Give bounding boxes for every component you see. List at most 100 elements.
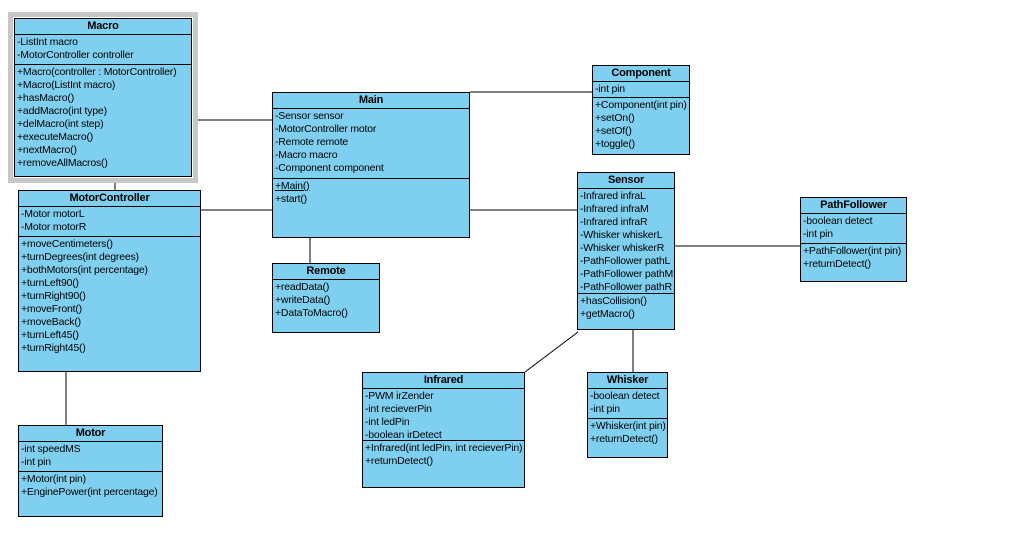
method-row: +Main() <box>275 180 310 192</box>
attributes-compartment: -PWM irZender-int recieverPin-int ledPin… <box>363 389 524 441</box>
attribute-row: -int pin <box>590 403 620 415</box>
method-row: +Motor(int pin) <box>21 473 86 485</box>
attribute-row: -Whisker whiskerL <box>580 229 663 241</box>
methods-compartment: +readData()+writeData()+DataToMacro() <box>273 280 379 332</box>
class-component[interactable]: Component-int pin+Component(int pin)+set… <box>592 65 690 155</box>
methods-compartment: +hasCollision()+getMacro() <box>578 294 674 329</box>
method-row: +moveCentimeters() <box>21 238 113 250</box>
method-row: +Whisker(int pin) <box>590 420 666 432</box>
method-row: +PathFollower(int pin) <box>803 245 902 257</box>
attribute-row: -Motor motorL <box>21 208 85 220</box>
class-title: PathFollower <box>801 198 906 214</box>
attribute-row: -MotorController controller <box>17 49 134 61</box>
attributes-compartment: -Infrared infraL-Infrared infraM-Infrare… <box>578 189 674 294</box>
methods-compartment: +moveCentimeters()+turnDegrees(int degre… <box>19 237 200 371</box>
class-main[interactable]: Main-Sensor sensor-MotorController motor… <box>272 92 470 238</box>
attribute-row: -Infrared infraL <box>580 190 646 202</box>
method-row: +returnDetect() <box>803 258 871 270</box>
attribute-row: -boolean detect <box>590 390 660 402</box>
method-row: +start() <box>275 193 307 205</box>
attribute-row: -int speedMS <box>21 443 81 455</box>
class-pathfollower[interactable]: PathFollower-boolean detect-int pin+Path… <box>800 197 907 282</box>
method-row: +hasMacro() <box>17 92 75 104</box>
method-row: +Component(int pin) <box>595 99 687 111</box>
method-row: +turnRight90() <box>21 290 86 302</box>
class-infrared[interactable]: Infrared-PWM irZender-int recieverPin-in… <box>362 372 525 488</box>
attribute-row: -Whisker whiskerR <box>580 242 665 254</box>
attributes-compartment: -Sensor sensor-MotorController motor-Rem… <box>273 109 469 179</box>
class-motor[interactable]: Motor-int speedMS-int pin+Motor(int pin)… <box>18 425 163 517</box>
attribute-row: -Remote remote <box>275 136 349 148</box>
method-row: +moveFront() <box>21 303 82 315</box>
class-title: Main <box>273 93 469 109</box>
method-row: +addMacro(int type) <box>17 105 107 117</box>
method-row: +readData() <box>275 281 330 293</box>
attribute-row: -ListInt macro <box>17 36 78 48</box>
class-title: Macro <box>15 19 191 35</box>
methods-compartment: +Macro(controller : MotorController)+Mac… <box>15 65 191 176</box>
association-edge-sensor-infrared[interactable] <box>524 331 579 373</box>
methods-compartment: +Component(int pin)+setOn()+setOf()+togg… <box>593 98 689 154</box>
attributes-compartment: -int pin <box>593 82 689 98</box>
attribute-row: -boolean detect <box>803 215 873 227</box>
method-row: +Macro(ListInt macro) <box>17 79 116 91</box>
attribute-row: -Component component <box>275 162 384 174</box>
methods-compartment: +Main()+start() <box>273 179 469 237</box>
method-row: +nextMacro() <box>17 144 77 156</box>
attribute-row: -MotorController motor <box>275 123 377 135</box>
class-title: Component <box>593 66 689 82</box>
methods-compartment: +Infrared(int ledPin, int recieverPin)+r… <box>363 441 524 487</box>
method-row: +executeMacro() <box>17 131 94 143</box>
attributes-compartment: -boolean detect-int pin <box>801 214 906 244</box>
method-row: +turnLeft90() <box>21 277 79 289</box>
method-row: +hasCollision() <box>580 295 647 307</box>
method-row: +Infrared(int ledPin, int recieverPin) <box>365 442 523 454</box>
attribute-row: -PathFollower pathR <box>580 281 672 293</box>
method-row: +returnDetect() <box>365 455 433 467</box>
class-remote[interactable]: Remote+readData()+writeData()+DataToMacr… <box>272 263 380 333</box>
attribute-row: -int ledPin <box>365 416 410 428</box>
method-row: +removeAllMacros() <box>17 157 108 169</box>
class-macro[interactable]: Macro-ListInt macro-MotorController cont… <box>14 18 192 177</box>
method-row: +writeData() <box>275 294 331 306</box>
class-title: MotorController <box>19 191 200 207</box>
attribute-row: -int pin <box>595 83 625 95</box>
attribute-row: -int recieverPin <box>365 403 432 415</box>
method-row: +setOn() <box>595 112 635 124</box>
method-row: +delMacro(int step) <box>17 118 104 130</box>
method-row: +Macro(controller : MotorController) <box>17 66 177 78</box>
class-title: Remote <box>273 264 379 280</box>
class-whisker[interactable]: Whisker-boolean detect-int pin+Whisker(i… <box>587 372 668 458</box>
attribute-row: -Infrared infraR <box>580 216 648 228</box>
selection-frame-macro <box>8 12 198 183</box>
attribute-row: -PathFollower pathM <box>580 268 673 280</box>
attributes-compartment: -boolean detect-int pin <box>588 389 667 419</box>
method-row: +returnDetect() <box>590 433 658 445</box>
attribute-row: -Sensor sensor <box>275 110 344 122</box>
attributes-compartment: -ListInt macro-MotorController controlle… <box>15 35 191 65</box>
class-title: Whisker <box>588 373 667 389</box>
method-row: +EnginePower(int percentage) <box>21 486 158 498</box>
class-sensor[interactable]: Sensor-Infrared infraL-Infrared infraM-I… <box>577 172 675 330</box>
methods-compartment: +Motor(int pin)+EnginePower(int percenta… <box>19 472 162 516</box>
class-title: Sensor <box>578 173 674 189</box>
methods-compartment: +Whisker(int pin)+returnDetect() <box>588 419 667 457</box>
attribute-row: -Macro macro <box>275 149 338 161</box>
attribute-row: -boolean irDetect <box>365 429 442 441</box>
methods-compartment: +PathFollower(int pin)+returnDetect() <box>801 244 906 281</box>
method-row: +toggle() <box>595 138 635 150</box>
attribute-row: -Infrared infraM <box>580 203 649 215</box>
method-row: +moveBack() <box>21 316 81 328</box>
attributes-compartment: -int speedMS-int pin <box>19 442 162 472</box>
attribute-row: -int pin <box>803 228 833 240</box>
attribute-row: -PWM irZender <box>365 390 434 402</box>
class-title: Infrared <box>363 373 524 389</box>
class-motorcontroller[interactable]: MotorController-Motor motorL-Motor motor… <box>18 190 201 372</box>
method-row: +bothMotors(int percentage) <box>21 264 148 276</box>
method-row: +turnDegrees(int degrees) <box>21 251 139 263</box>
method-row: +turnRight45() <box>21 342 86 354</box>
method-row: +setOf() <box>595 125 632 137</box>
attribute-row: -PathFollower pathL <box>580 255 671 267</box>
